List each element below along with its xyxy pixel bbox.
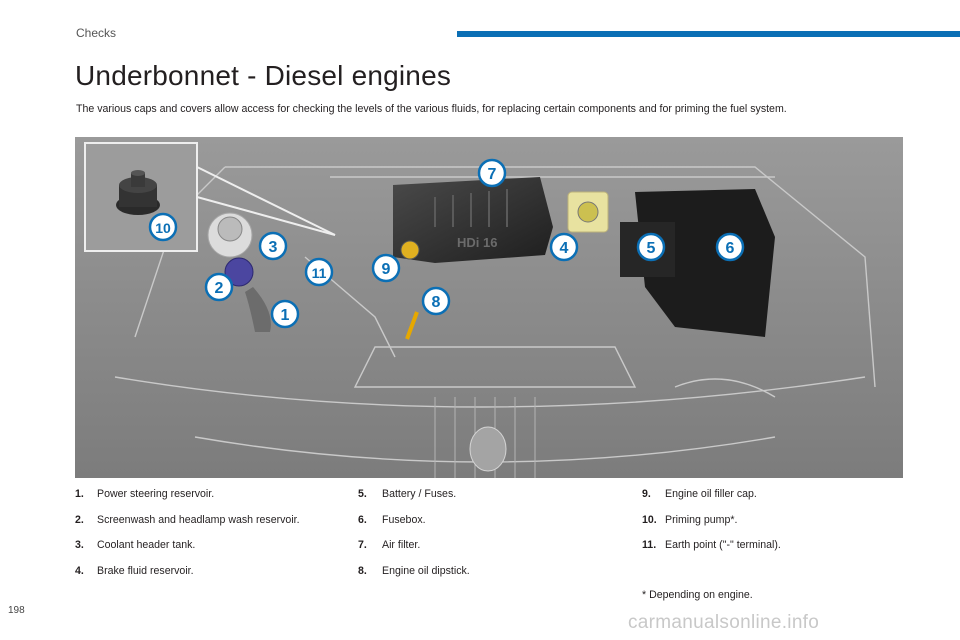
svg-text:7: 7 xyxy=(488,166,497,183)
svg-text:10: 10 xyxy=(155,220,171,236)
header-accent-bar xyxy=(457,31,960,37)
svg-text:1: 1 xyxy=(281,307,290,324)
callout-6: 6 xyxy=(715,232,745,262)
callout-3: 3 xyxy=(258,231,288,261)
svg-text:4: 4 xyxy=(560,240,569,257)
callout-10: 10 xyxy=(148,212,178,242)
svg-text:11: 11 xyxy=(312,265,327,281)
callout-11: 11 xyxy=(304,257,334,287)
engine-cover-text: HDi 16 xyxy=(457,235,497,250)
callout-4: 4 xyxy=(549,232,579,262)
watermark: carmanualsonline.info xyxy=(628,612,820,633)
svg-text:8: 8 xyxy=(432,294,441,311)
section-label: Checks xyxy=(76,26,117,40)
callout-5: 5 xyxy=(636,232,666,262)
svg-text:5: 5 xyxy=(647,240,656,257)
svg-text:6: 6 xyxy=(726,240,735,257)
page-number: 198 xyxy=(8,605,25,616)
svg-text:3: 3 xyxy=(269,239,278,256)
callout-1: 1 xyxy=(270,299,300,329)
svg-text:2: 2 xyxy=(215,280,224,297)
svg-text:9: 9 xyxy=(382,261,391,278)
page-title: Underbonnet - Diesel engines xyxy=(75,60,452,91)
callout-8: 8 xyxy=(421,286,451,316)
footnote: * Depending on engine. xyxy=(642,589,753,601)
callout-2: 2 xyxy=(204,272,234,302)
intro-text: The various caps and covers allow access… xyxy=(76,103,787,115)
callout-9: 9 xyxy=(371,253,401,283)
callout-7: 7 xyxy=(477,158,507,188)
engine-bay-illustration: HDi 16 7 xyxy=(75,137,903,478)
